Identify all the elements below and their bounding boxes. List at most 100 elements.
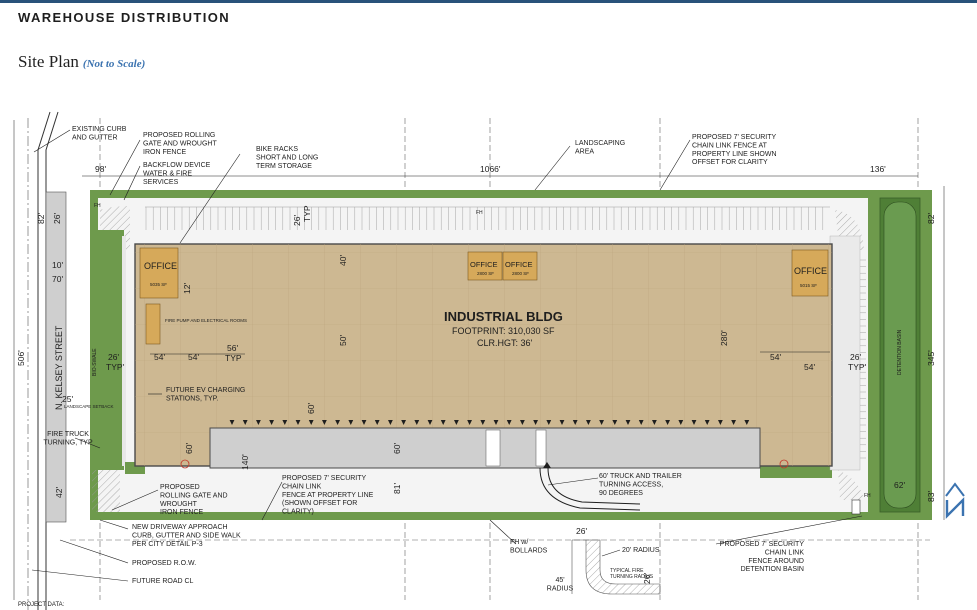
landscape-setback-label: LANDSCAPE SETBACK <box>64 404 114 409</box>
callout-line: CHAIN LINK <box>282 483 322 490</box>
callout-line: TURNING, TYP <box>43 439 93 446</box>
dim-26-bottom: 26' <box>576 526 587 536</box>
callout-line: CHAIN LINK FENCE AT <box>692 142 768 149</box>
dim-typ-top: TYP <box>302 205 312 222</box>
callout-line: BOLLARDS <box>510 547 548 554</box>
north-arrow <box>945 482 965 519</box>
callout-line: AND GUTTER <box>72 134 118 141</box>
callout-line: 60' TRUCK AND TRAILER <box>599 473 682 480</box>
page-title: WAREHOUSE DISTRIBUTION <box>18 10 231 25</box>
detention-basin-label: DETENTION BASIN <box>897 329 903 375</box>
dim-typ-right: TYP' <box>848 362 867 372</box>
dim-82-left: 82' <box>36 213 46 224</box>
dim-typ-left: TYP' <box>106 362 125 372</box>
callout-line: WROUGHT <box>160 501 198 508</box>
callout-line: FENCE AROUND <box>748 558 804 565</box>
office-west-area: 5035 SF <box>150 282 167 287</box>
callout-line: PROPOSED 7' SECURITY <box>282 475 367 482</box>
street <box>18 111 67 610</box>
pump-room-label: FIRE PUMP AND ELECTRICAL ROOMS <box>165 318 247 323</box>
dim-56: 56' <box>227 343 238 353</box>
callout-line: BIKE RACKS <box>256 146 298 153</box>
callout-line: SERVICES <box>143 179 179 186</box>
dim-54-a: 54' <box>154 352 165 362</box>
callout-line: PROPOSED <box>160 484 200 491</box>
dim-42: 42' <box>54 487 64 498</box>
callout-line: 45' <box>555 577 564 584</box>
building-clear-height: CLR.HGT: 36' <box>477 338 533 348</box>
callout-line: PROPOSED 7' SECURITY <box>692 134 777 141</box>
fh-label-se: FH <box>864 493 871 499</box>
callout-line: PROPOSED 7' SECURITY <box>720 541 805 548</box>
callout-line: TURNING RADIUS <box>610 574 654 580</box>
callout-line: CURB, GUTTER AND SIDE WALK <box>132 532 241 539</box>
callout-future-road: FUTURE ROAD CL <box>132 578 194 585</box>
callout-line: CLARITY) <box>282 509 314 516</box>
dim-136: 136' <box>870 164 886 174</box>
callout-line: PROPOSED R.O.W. <box>132 560 196 567</box>
callout-line: AREA <box>575 148 594 155</box>
dimension-lines <box>13 120 945 600</box>
fh-label-nw: FH <box>94 203 101 209</box>
callout-line: LANDSCAPING <box>575 140 625 147</box>
callout-line: 20' RADIUS <box>622 547 660 554</box>
office-center-a-label: OFFICE <box>470 260 498 269</box>
dim-60-a: 60' <box>306 403 316 414</box>
dim-60-c: 60' <box>392 443 402 454</box>
dim-10: 10' <box>52 260 63 270</box>
dim-70: 70' <box>52 274 63 284</box>
dim-50: 50' <box>338 335 348 346</box>
callout-line: PROPERTY LINE SHOWN <box>692 151 777 158</box>
callout-line: TYPICAL FIRE <box>610 568 644 574</box>
fh-label-top: FH <box>476 210 483 216</box>
dim-54-b: 54' <box>188 352 199 362</box>
callout-line: FUTURE ROAD CL <box>132 578 194 585</box>
office-east <box>791 249 829 297</box>
dim-82-right: 82' <box>926 213 936 224</box>
callout-line: FIRE TRUCK <box>47 431 89 438</box>
callout-line: TERM STORAGE <box>256 163 312 170</box>
callout-line: DETENTION BASIN <box>741 566 804 573</box>
callout-line: RADIUS <box>547 585 574 592</box>
dim-60-b: 60' <box>184 443 194 454</box>
callout-line: FUTURE EV CHARGING <box>166 387 245 394</box>
dim-62: 62' <box>894 480 905 490</box>
office-center-a-area: 2800 SF <box>477 271 494 276</box>
office-center-b <box>502 251 538 281</box>
callout-line: STATIONS, TYP. <box>166 395 218 402</box>
callout-line: IRON FENCE <box>143 149 187 156</box>
dim-26-left: 26' <box>52 213 62 224</box>
dim-26-typ-right: 26' <box>850 352 861 362</box>
callout-line: CHAIN LINK <box>765 549 805 556</box>
plan-title-text: Site Plan <box>18 52 79 71</box>
callout-line: WATER & FIRE <box>143 170 192 177</box>
office-east-label: OFFICE <box>794 266 827 276</box>
callout-line: (SHOWN OFFSET FOR <box>282 500 357 507</box>
dim-54-c: 54' <box>770 352 781 362</box>
dim-98: 98' <box>95 164 106 174</box>
building-footprint-label: FOOTPRINT: 310,030 SF <box>452 326 555 336</box>
office-west-label: OFFICE <box>144 261 177 271</box>
callout-radius-20: 20' RADIUS <box>622 547 660 554</box>
callout-line: BACKFLOW DEVICE <box>143 162 211 169</box>
landscape-west <box>98 230 124 470</box>
building-name: INDUSTRIAL BLDG <box>444 309 563 324</box>
header-rule <box>0 0 977 3</box>
plan-scale-note: (Not to Scale) <box>82 58 146 70</box>
callout-line: IRON FENCE <box>160 509 204 516</box>
dim-1066: 1066' <box>480 164 501 174</box>
dim-26-typ-left: 26' <box>108 352 119 362</box>
street-name-label: N. KELSEY STREET <box>54 325 64 410</box>
plan-title: Site Plan(Not to Scale) <box>18 52 145 72</box>
callout-radius-45: 45'RADIUS <box>547 577 574 592</box>
callout-line: TURNING ACCESS, <box>599 481 663 488</box>
dim-26-typ-top: 26' <box>292 215 302 226</box>
